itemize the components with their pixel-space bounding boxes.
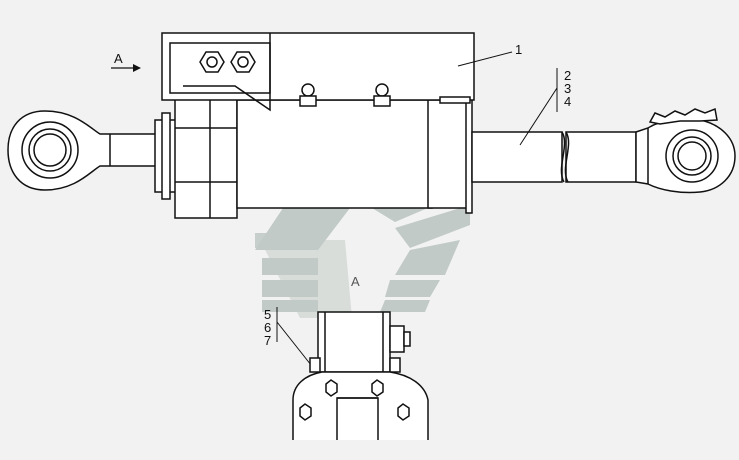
callout-6: 6 (264, 320, 271, 335)
view-a-detail (292, 311, 429, 440)
callout-1: 1 (515, 42, 522, 57)
view-arrow-label: A (114, 51, 123, 66)
hex-bolt-2 (230, 51, 256, 73)
view-arrow-a: A (111, 51, 141, 72)
right-rod-eye (635, 107, 736, 194)
callout-5: 5 (264, 307, 271, 322)
leader-lines (276, 51, 558, 371)
left-rod-eye (7, 110, 161, 191)
clamp-bolt-2 (373, 83, 391, 107)
view-a-label: A (351, 274, 360, 289)
cylinder-body (154, 79, 473, 219)
hex-bolt-1 (199, 51, 225, 73)
callout-4: 4 (564, 94, 571, 109)
piston-rod (471, 131, 637, 183)
callout-2: 2 (564, 68, 571, 83)
clamp-bolt-1 (299, 83, 317, 107)
callout-3: 3 (564, 81, 571, 96)
callout-7: 7 (264, 333, 271, 348)
